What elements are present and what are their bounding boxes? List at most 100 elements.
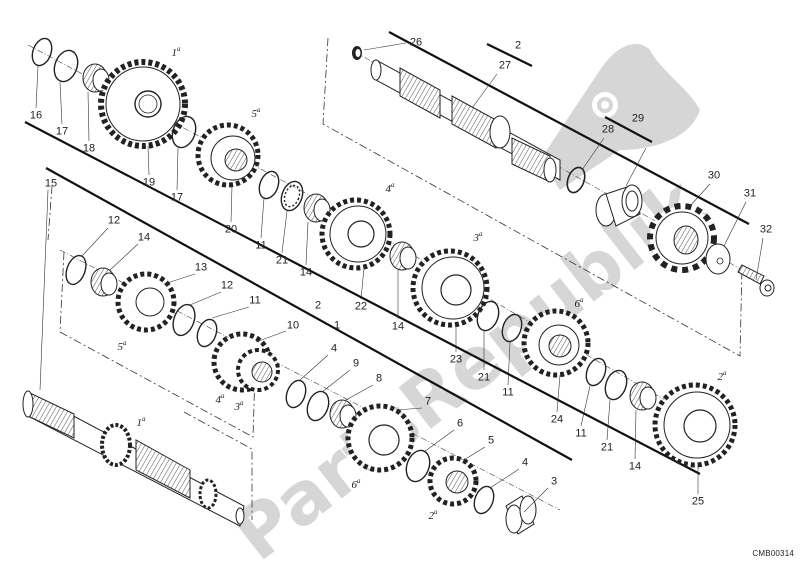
part-circlip-12: [65, 254, 87, 286]
gear-ratio-label: 1a: [171, 45, 181, 59]
callout-12: 12: [220, 279, 234, 292]
part-circlip-11: [258, 170, 280, 200]
callout-4: 4: [330, 342, 338, 355]
gear-ratio-label: 5a: [117, 339, 127, 353]
callout-2: 2: [314, 299, 322, 312]
callout-11: 11: [575, 427, 587, 440]
callout-23: 23: [449, 353, 463, 366]
callout-17: 17: [55, 125, 69, 138]
part-bearing-14b: [389, 241, 417, 271]
gear-ratio-label: 5a: [251, 106, 261, 120]
callout-32: 32: [759, 223, 773, 236]
gear-ratio-label: 4a: [385, 181, 395, 195]
callout-14: 14: [299, 266, 313, 279]
part-washer-21b: [476, 300, 500, 332]
part-gear-22: [319, 197, 393, 271]
part-seal-26: [352, 46, 362, 60]
part-gear-10: [211, 331, 280, 393]
part-gear-13: [115, 271, 177, 333]
callout-14: 14: [137, 231, 151, 244]
part-sprocket-30: [647, 203, 717, 273]
callout-9: 9: [352, 357, 360, 370]
callout-11: 11: [249, 294, 261, 307]
callout-21: 21: [600, 441, 614, 454]
callout-6: 6: [456, 417, 464, 430]
leader-lines: [35, 42, 764, 513]
part-gear-25: [652, 382, 738, 468]
callout-31: 31: [743, 187, 757, 200]
gear-ratio-label: 6a: [574, 296, 584, 310]
callout-19: 19: [142, 176, 156, 189]
part-spacer-29: [595, 184, 643, 227]
callout-14: 14: [391, 320, 405, 333]
callout-15: 15: [44, 177, 58, 190]
separator-lines: [24, 31, 750, 475]
part-circlip-11b: [501, 313, 523, 343]
part-gear-23: [410, 248, 490, 328]
gear-ratio-label: 2a: [428, 508, 438, 522]
part-bushing-3: [505, 495, 537, 535]
part-circlip-4b: [473, 485, 495, 515]
part-gear-19: [98, 59, 188, 149]
callout-7: 7: [424, 395, 432, 408]
part-washer-21: [280, 180, 304, 212]
gear-ratio-label: 2a: [717, 369, 727, 383]
callout-21: 21: [275, 254, 289, 267]
gear-ratio-label: 4a: [215, 392, 225, 406]
gear-ratio-label: 3a: [234, 399, 244, 413]
callout-28: 28: [601, 123, 615, 136]
gear-ratio-label: 3a: [473, 230, 483, 244]
callout-21: 21: [477, 371, 491, 384]
callout-29: 29: [631, 112, 645, 125]
part-bearing-14d: [90, 267, 118, 297]
part-bearing-14c: [629, 381, 657, 411]
part-circlip-11d: [196, 318, 218, 348]
callout-10: 10: [286, 319, 300, 332]
drawing-code: CMB00314: [752, 549, 794, 558]
part-circlip-12b: [172, 303, 196, 337]
part-washer-31: [705, 243, 731, 275]
part-bolt-32: [737, 264, 775, 297]
callout-1: 1: [333, 319, 341, 332]
callout-27: 27: [498, 59, 512, 72]
part-circlip-11c: [585, 357, 607, 387]
part-washer-9: [306, 390, 330, 422]
part-bearing-14: [303, 193, 331, 223]
callout-4: 4: [521, 456, 529, 469]
callout-3: 3: [550, 475, 558, 488]
callout-25: 25: [691, 495, 705, 508]
callout-30: 30: [707, 169, 721, 182]
callout-26: 26: [409, 36, 423, 49]
part-washer-6: [405, 449, 431, 483]
callout-12: 12: [107, 214, 121, 227]
part-circlip-16: [31, 37, 53, 67]
callout-14: 14: [628, 460, 642, 473]
callout-2: 2: [514, 39, 522, 52]
part-shaft-15: [22, 390, 245, 527]
callout-16: 16: [29, 109, 43, 122]
part-shaft-27: [370, 59, 561, 183]
callout-11: 11: [255, 239, 267, 252]
callout-22: 22: [354, 300, 368, 313]
part-circlip-4: [285, 379, 307, 409]
callout-13: 13: [194, 261, 208, 274]
part-gear-20: [195, 122, 261, 188]
part-bearing-8: [329, 399, 357, 429]
part-washer-17b: [171, 115, 197, 149]
part-washer-21c: [604, 369, 628, 401]
callout-5: 5: [487, 434, 495, 447]
callout-20: 20: [224, 223, 238, 236]
part-washer-17: [53, 49, 79, 83]
callout-18: 18: [82, 142, 96, 155]
part-oring-28: [566, 166, 586, 194]
svg-text:PartsRepublik: PartsRepublik: [217, 160, 718, 564]
callout-17: 17: [170, 191, 184, 204]
callout-24: 24: [550, 413, 564, 426]
callout-11: 11: [502, 386, 514, 399]
part-gear-5: [427, 455, 479, 507]
gear-ratio-label: 6a: [351, 477, 361, 491]
gear-ratio-label: 1a: [136, 415, 146, 429]
part-gear-24: [521, 308, 591, 378]
